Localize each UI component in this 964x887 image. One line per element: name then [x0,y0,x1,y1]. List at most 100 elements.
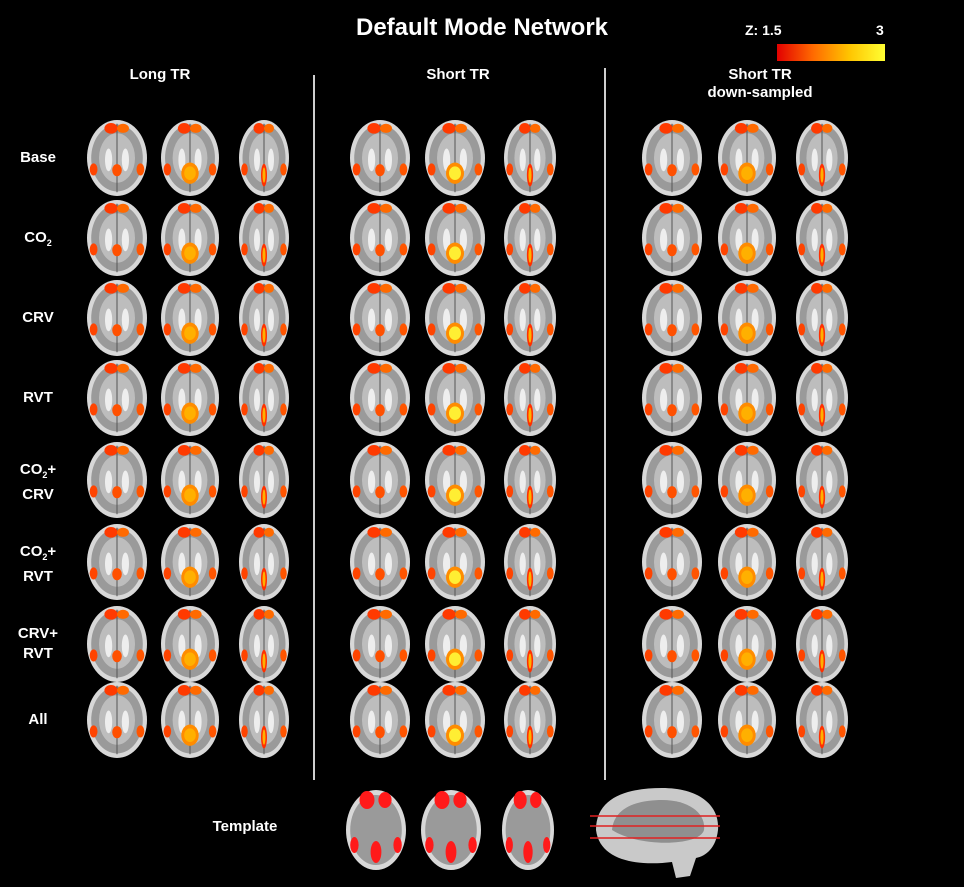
brain-slice-r1-c2-1 [718,200,776,276]
brain-slice-r1-c0-1 [161,200,219,276]
brain-slice-r3-c0-0 [87,360,147,436]
row-label-subscript: 2 [42,552,48,562]
brain-slice-r5-c1-2 [504,524,556,600]
template-slice-2 [502,790,554,870]
brain-slice-r5-c1-0 [350,524,410,600]
row-label-main: CRV [22,309,54,326]
row-label-main: RVT [23,389,53,406]
brain-slice-r2-c1-2 [504,280,556,356]
brain-slice-r6-c1-1 [425,606,485,682]
row-label-1: CO2 [6,228,70,253]
brain-slice-r6-c1-2 [504,606,556,682]
brain-slice-r2-c0-1 [161,280,219,356]
row-label-2: CRV [6,308,70,328]
brain-slice-r7-c0-1 [161,682,219,758]
brain-slice-r7-c2-0 [642,682,702,758]
brain-slice-r3-c2-2 [796,360,848,436]
brain-slice-r4-c1-2 [504,442,556,518]
row-label-line1: CO2 [6,228,70,253]
row-label-line1: RVT [6,388,70,408]
brain-slice-r0-c0-0 [87,120,147,196]
brain-slice-r3-c1-2 [504,360,556,436]
column-header-short-tr-downsampled: Short TR down-sampled [680,66,840,102]
brain-slice-r0-c2-2 [796,120,848,196]
brain-slice-r5-c1-1 [425,524,485,600]
brain-slice-r0-c0-1 [161,120,219,196]
row-label-tail: + [47,461,57,478]
brain-slice-r4-c2-2 [796,442,848,518]
brain-slice-r3-c2-0 [642,360,702,436]
row-label-line1: Base [6,148,70,168]
brain-slice-r1-c0-2 [239,200,289,276]
brain-slice-r1-c1-1 [425,200,485,276]
colorbar-min-label: 1.5 [762,22,782,38]
row-label-3: RVT [6,388,70,408]
column-header-long-tr: Long TR [80,66,240,84]
brain-slice-r6-c2-1 [718,606,776,682]
brain-slice-r1-c0-0 [87,200,147,276]
colorbar-max-label: 3 [876,22,884,38]
brain-slice-r4-c1-0 [350,442,410,518]
column-divider-2 [604,68,606,780]
brain-slice-r6-c2-0 [642,606,702,682]
brain-slice-r4-c0-0 [87,442,147,518]
brain-slice-r3-c2-1 [718,360,776,436]
brain-slice-r5-c2-2 [796,524,848,600]
column-header-line1: Long TR [129,66,191,83]
brain-slice-r1-c2-2 [796,200,848,276]
sagittal-template [590,788,720,878]
column-header-line1: Short TR [728,66,792,83]
row-label-line1: CO2+ [6,542,70,567]
brain-slice-r7-c1-2 [504,682,556,758]
brain-slice-r5-c2-1 [718,524,776,600]
row-label-5: CO2+RVT [6,542,70,587]
brain-slice-r2-c0-2 [239,280,289,356]
column-header-line1: Short TR [426,66,490,83]
colorbar-z-label: Z: [745,22,759,38]
row-label-line1: All [6,710,70,730]
brain-slice-r4-c0-2 [239,442,289,518]
row-label-main: CO [24,229,47,246]
row-label-0: Base [6,148,70,168]
brain-slice-r5-c0-0 [87,524,147,600]
brain-slice-r7-c2-1 [718,682,776,758]
row-label-main: CO [19,543,43,560]
brain-slice-r6-c0-2 [239,606,289,682]
row-label-main: Base [20,149,56,166]
colorbar [777,44,885,61]
brain-slice-r3-c1-1 [425,360,485,436]
brain-slice-r2-c0-0 [87,280,147,356]
row-label-main: CO [19,461,43,478]
brain-slice-r1-c2-0 [642,200,702,276]
brain-slice-r7-c1-0 [350,682,410,758]
brain-slice-r5-c0-1 [161,524,219,600]
brain-slice-r0-c1-2 [504,120,556,196]
row-label-main: CRV+ [17,625,59,642]
brain-slice-r0-c2-0 [642,120,702,196]
figure-title: Default Mode Network [355,14,609,41]
brain-slice-r0-c1-1 [425,120,485,196]
brain-slice-r3-c0-2 [239,360,289,436]
brain-slice-r3-c1-0 [350,360,410,436]
brain-slice-r4-c2-1 [718,442,776,518]
brain-slice-r2-c2-2 [796,280,848,356]
brain-slice-r6-c2-2 [796,606,848,682]
brain-slice-r0-c0-2 [239,120,289,196]
brain-slice-r5-c2-0 [642,524,702,600]
row-label-line1: CRV+ [6,624,70,644]
column-divider-1 [313,75,315,780]
brain-slice-r7-c1-1 [425,682,485,758]
row-label-6: CRV+ RVT [6,624,70,664]
brain-slice-r1-c1-2 [504,200,556,276]
brain-slice-r7-c2-2 [796,682,848,758]
row-label-subscript: 2 [42,470,48,480]
brain-slice-r0-c1-0 [350,120,410,196]
row-label-line2: RVT [23,645,53,662]
template-slice-1 [421,790,481,870]
row-label-line2: CRV [22,486,54,503]
brain-slice-r5-c0-2 [239,524,289,600]
brain-slice-r6-c0-0 [87,606,147,682]
column-header-short-tr: Short TR [378,66,538,84]
row-label-main: All [28,711,48,728]
brain-slice-r6-c0-1 [161,606,219,682]
